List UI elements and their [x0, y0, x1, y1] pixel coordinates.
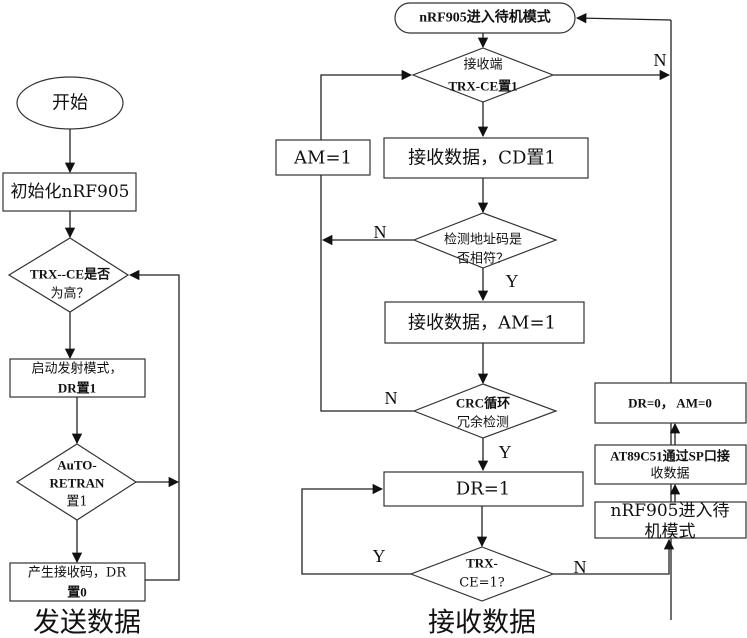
label-n-crc: N	[385, 388, 398, 408]
label-y-addr: Y	[506, 271, 519, 291]
rx-trx-label-2: TRX-CE置1	[448, 79, 517, 94]
rx-cd-box	[383, 137, 589, 179]
init-label: 初始化nRF905	[11, 182, 130, 202]
label-n-top: N	[654, 50, 667, 70]
rx-am-label: 接收数据，AM=1	[408, 313, 556, 334]
reset-box	[594, 382, 747, 424]
arrow-trxce-no	[553, 538, 675, 575]
autoretran-label-3: 置1	[66, 495, 87, 510]
trxce-label-2: CE=1?	[459, 576, 505, 591]
standby-label: nRF905进入待机模式	[419, 9, 550, 26]
spi-label-1: AT89C51通过SP口接	[610, 449, 730, 464]
gen-code-box	[9, 562, 146, 602]
am1-box	[275, 139, 371, 176]
init-box	[2, 172, 137, 212]
dr1-box	[383, 471, 584, 507]
crc-label-1: CRC循环	[456, 396, 510, 411]
arrow-am1-to-trx	[320, 69, 413, 140]
rx-trx-label-1: 接收端	[463, 57, 502, 73]
send-flowchart: 开始 初始化nRF905 TRX--CE是否 为高？ 启动发射模式， DR置1 …	[2, 76, 180, 638]
spi-box	[594, 444, 747, 485]
trxce-label-1: TRX-	[466, 556, 498, 571]
gen-code-label-1: 产生接收码，DR	[28, 565, 127, 581]
rx-cd-label: 接收数据，CD置1	[408, 148, 556, 169]
arrow-loop-back-to-check	[128, 269, 180, 581]
arrow-back-to-standby	[575, 13, 672, 24]
tx-mode-label-1: 启动发射模式，	[31, 361, 122, 377]
rx-am-box	[384, 301, 585, 344]
receive-flowchart: nRF905进入待机模式 接收端 TRX-CE置1 N AM=1 接收数据，CD…	[275, 2, 747, 638]
label-y-trxce: Y	[373, 546, 386, 566]
standby2-label-2: 机模式	[645, 522, 696, 542]
gen-code-label-2: 置0	[67, 585, 87, 600]
label-y-crc: Y	[499, 442, 512, 462]
rx-trx-decision	[411, 47, 555, 103]
tx-mode-label-2: DR置1	[58, 381, 96, 396]
standby2-box	[594, 501, 747, 539]
crc-label-2: 冗余检测	[457, 415, 509, 431]
check-trx-label-1: TRX--CE是否	[30, 267, 110, 282]
receive-caption: 接收数据	[428, 608, 536, 638]
send-caption: 发送数据	[33, 608, 141, 638]
label-n-trxce: N	[574, 557, 587, 577]
autoretran-label-1: AuTO-	[57, 458, 97, 473]
label-n-addr: N	[374, 222, 387, 242]
check-trx-label-2: 为高？	[50, 286, 89, 302]
addr-label-1: 检测地址码是	[444, 233, 522, 248]
spi-label-2: 收数据	[650, 467, 689, 482]
am1-label: AM=1	[293, 148, 352, 169]
arrow-trxce-yes-loop	[301, 483, 411, 575]
reset-label: DR=0， AM=0	[628, 396, 712, 411]
standby2-label-1: nRF905进入待	[611, 501, 730, 521]
start-label: 开始	[52, 93, 88, 114]
line-crc-no-return	[320, 175, 414, 412]
trxce-decision	[409, 546, 555, 602]
standby-terminal	[394, 2, 576, 34]
dr1-label: DR=1	[456, 479, 511, 500]
addr-label-2: 否相符？	[457, 251, 509, 267]
autoretran-label-2: RETRAN	[50, 476, 106, 491]
